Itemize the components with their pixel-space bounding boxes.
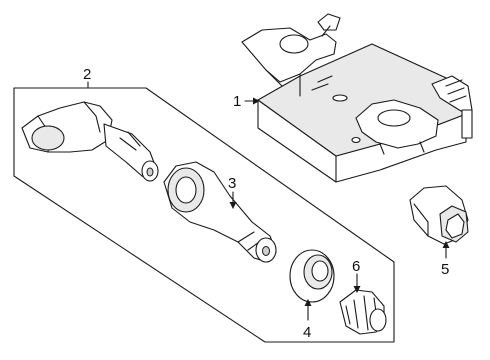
callout-6: 6 — [352, 258, 360, 275]
seal-grommet — [289, 249, 335, 303]
callout-5: 5 — [441, 261, 449, 278]
tpms-module — [241, 13, 473, 183]
tire-pressure-sensor — [21, 101, 159, 182]
valve-stem — [163, 161, 277, 263]
valve-nut — [409, 185, 469, 245]
callout-1: 1 — [233, 93, 241, 110]
callout-4: 4 — [303, 324, 311, 341]
assembly-boundary — [13, 87, 395, 343]
valve-cap — [339, 289, 387, 335]
callout-3: 3 — [228, 175, 236, 192]
callout-2: 2 — [83, 66, 91, 83]
